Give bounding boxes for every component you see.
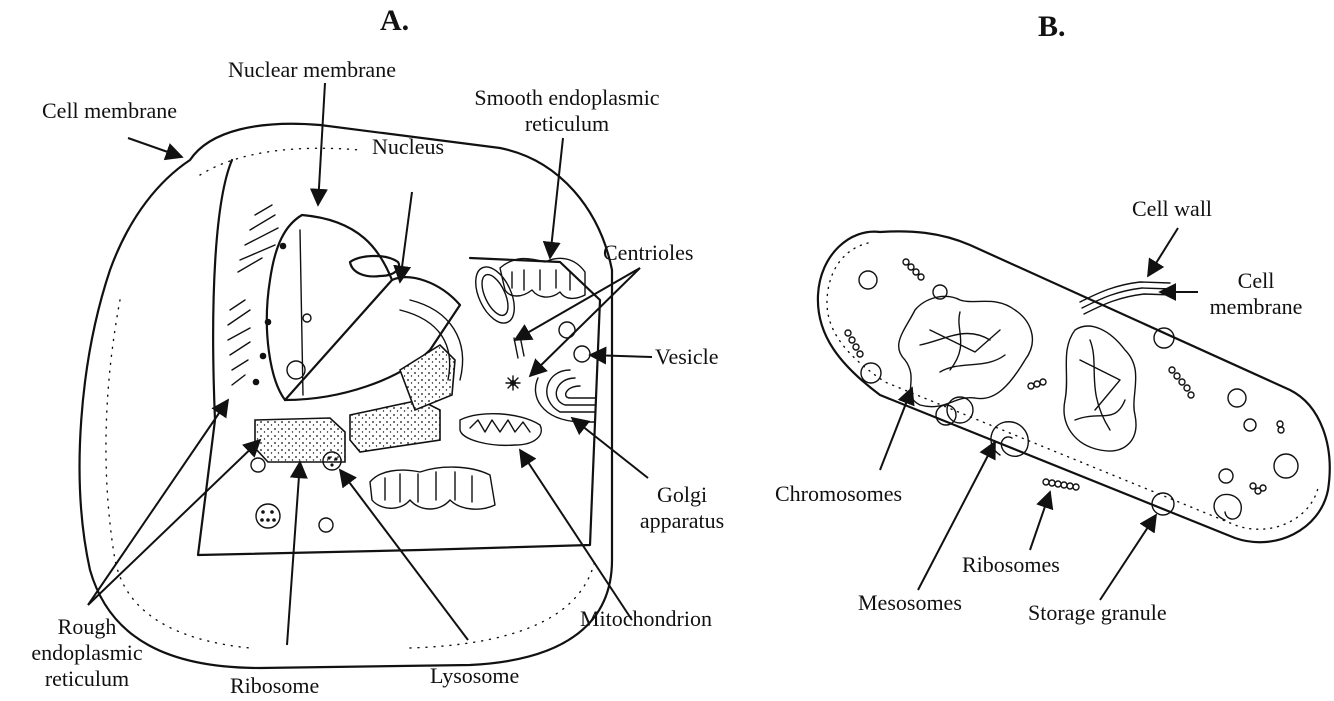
- label-bacterial-cell-membrane-line-1: Cell: [1196, 268, 1316, 294]
- label-lysosome: Lysosome: [430, 663, 519, 689]
- label-bacterial-cell-membrane-line-2: membrane: [1196, 294, 1316, 320]
- label-bacterial-cell-membrane: Cell membrane: [1196, 268, 1316, 320]
- label-cell-wall: Cell wall: [1132, 196, 1212, 222]
- cut-face: [198, 160, 600, 555]
- label-mesosomes: Mesosomes: [858, 590, 962, 616]
- label-rough-er-line-3: reticulum: [12, 666, 162, 692]
- chromosome-tangle-1: [899, 296, 1033, 406]
- label-golgi: Golgi apparatus: [632, 482, 732, 534]
- chromosome-tangle-2: [1064, 326, 1136, 451]
- label-cell-membrane: Cell membrane: [42, 98, 177, 124]
- label-mitochondrion: Mitochondrion: [580, 606, 712, 632]
- label-smooth-er: Smooth endoplasmic reticulum: [452, 85, 682, 137]
- label-rough-er-line-1: Rough: [12, 614, 162, 640]
- label-golgi-line-1: Golgi: [632, 482, 732, 508]
- label-golgi-line-2: apparatus: [632, 508, 732, 534]
- panel-b-title: B.: [1038, 10, 1066, 44]
- label-nuclear-membrane: Nuclear membrane: [228, 57, 396, 83]
- label-rough-er-line-2: endoplasmic: [12, 640, 162, 666]
- label-chromosomes: Chromosomes: [775, 481, 902, 507]
- label-ribosomes: Ribosomes: [962, 552, 1060, 578]
- panel-a-title: A.: [380, 4, 409, 38]
- label-smooth-er-line-2: reticulum: [452, 111, 682, 137]
- label-rough-er: Rough endoplasmic reticulum: [12, 614, 162, 692]
- nucleus-wedge: [267, 215, 392, 400]
- label-ribosome: Ribosome: [230, 673, 319, 699]
- label-storage-granule: Storage granule: [1028, 600, 1167, 626]
- label-smooth-er-line-1: Smooth endoplasmic: [452, 85, 682, 111]
- animal-cell-drawing: [80, 124, 612, 668]
- label-nucleus: Nucleus: [372, 134, 444, 160]
- panel-a-leader-lines: [88, 83, 652, 645]
- label-vesicle: Vesicle: [655, 344, 719, 370]
- cell-membrane-outline: [80, 124, 612, 668]
- label-centrioles: Centrioles: [603, 240, 693, 266]
